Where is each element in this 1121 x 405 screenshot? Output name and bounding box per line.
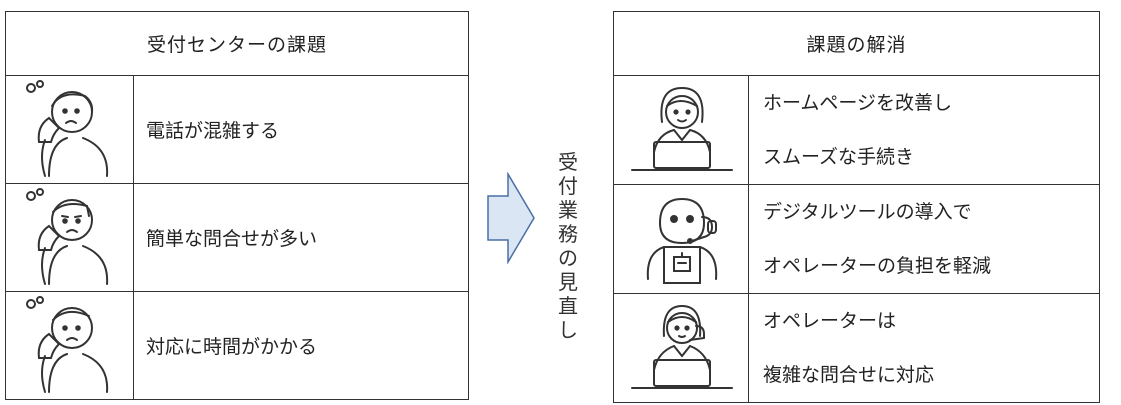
challenges-header: 受付センターの課題	[5, 11, 469, 76]
solution-line: ホームページを改善し	[763, 92, 953, 114]
solution-row: ホームページを改善し スムーズな手続き	[613, 75, 1100, 185]
solution-line: 複雑な問合せに対応	[763, 364, 935, 386]
transition-label: 受 付 業 務 の 見 直 し	[556, 150, 580, 342]
solution-line: スムーズな手続き	[763, 146, 915, 168]
solution-row: デジタルツールの導入で オペレーターの負担を軽減	[613, 184, 1100, 294]
label-char: 受	[558, 150, 578, 174]
right-arrow-icon	[487, 172, 535, 264]
label-char: し	[558, 318, 578, 342]
woman-laptop-icon	[613, 75, 749, 185]
solution-line: デジタルツールの導入で	[763, 201, 972, 223]
solutions-header: 課題の解消	[613, 11, 1100, 76]
worried-person-phone-icon	[5, 75, 134, 184]
challenge-row: 対応に時間がかかる	[5, 291, 469, 400]
challenge-row: 簡単な問合せが多い	[5, 183, 469, 292]
label-char: の	[558, 246, 578, 270]
challenges-table: 受付センターの課題 電話が混雑する	[5, 11, 469, 400]
worried-person-phone-icon	[5, 291, 134, 400]
operator-headset-laptop-icon	[613, 293, 749, 403]
solutions-table: 課題の解消 ホームページを改善し スムーズな手続き	[613, 11, 1100, 403]
solution-text: オペレーターは 複雑な問合せに対応	[748, 293, 1100, 403]
solution-row: オペレーターは 複雑な問合せに対応	[613, 293, 1100, 403]
label-char: 直	[558, 294, 578, 318]
robot-headset-icon	[613, 184, 749, 294]
label-char: 務	[558, 222, 578, 246]
label-char: 付	[558, 174, 578, 198]
label-char: 業	[558, 198, 578, 222]
solution-text: ホームページを改善し スムーズな手続き	[748, 75, 1100, 185]
challenge-text: 対応に時間がかかる	[133, 291, 469, 400]
solution-line: オペレーターの負担を軽減	[763, 255, 992, 277]
worried-person-phone-icon	[5, 183, 134, 292]
challenge-text: 簡単な問合せが多い	[133, 183, 469, 292]
solution-line: オペレーターは	[763, 310, 897, 332]
challenge-text: 電話が混雑する	[133, 75, 469, 184]
solution-text: デジタルツールの導入で オペレーターの負担を軽減	[748, 184, 1100, 294]
challenge-row: 電話が混雑する	[5, 75, 469, 184]
label-char: 見	[558, 270, 578, 294]
